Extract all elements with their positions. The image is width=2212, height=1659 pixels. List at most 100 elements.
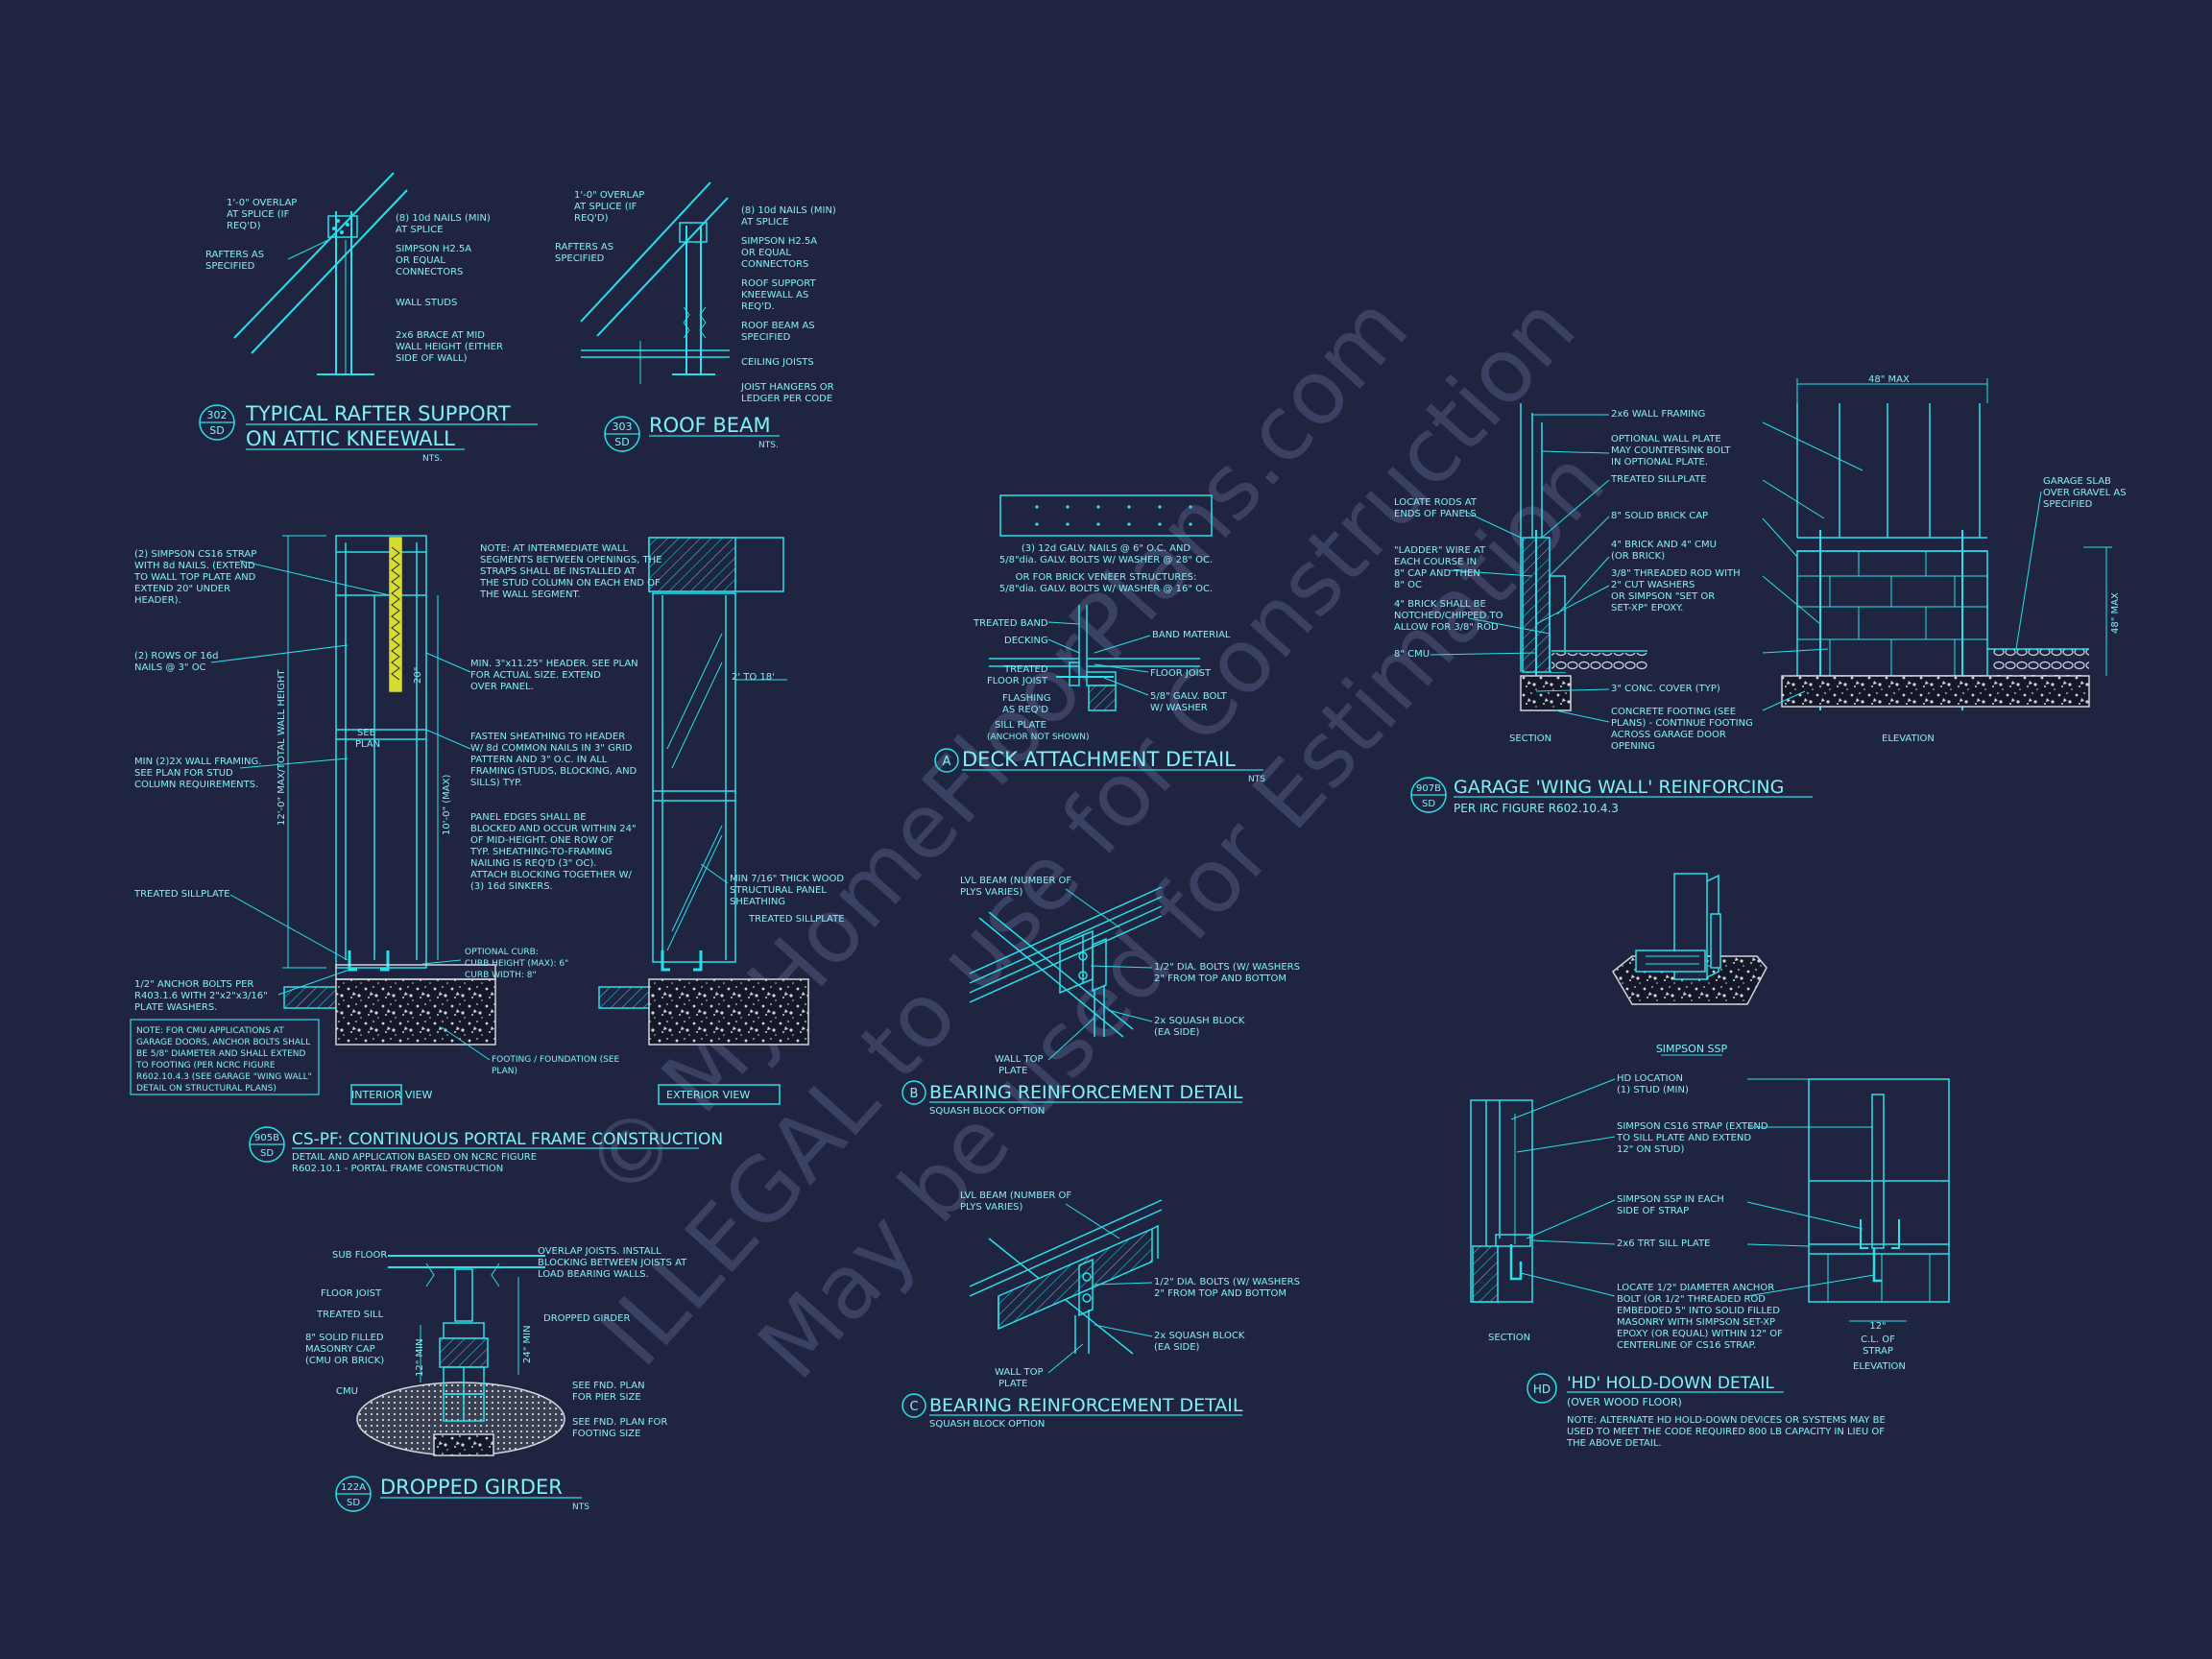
svg-text:(2) SIMPSON CS16 STRAP: (2) SIMPSON CS16 STRAP (134, 549, 256, 560)
svg-text:IN OPTIONAL PLATE.: IN OPTIONAL PLATE. (1611, 457, 1708, 468)
svg-text:SIMPSON CS16 STRAP (EXTEND: SIMPSON CS16 STRAP (EXTEND (1617, 1121, 1768, 1132)
detail-c-leaders (1047, 1203, 1153, 1374)
svg-text:STRAPS SHALL BE INSTALLED AT: STRAPS SHALL BE INSTALLED AT (480, 566, 637, 577)
svg-text:R602.10.1 - PORTAL FRAME CONST: R602.10.1 - PORTAL FRAME CONSTRUCTION (292, 1164, 503, 1174)
svg-text:SEE: SEE (357, 728, 375, 738)
svg-text:EPOXY (OR EQUAL) WITHIN 12" OF: EPOXY (OR EQUAL) WITHIN 12" OF (1617, 1329, 1783, 1339)
svg-text:907B: 907B (1416, 783, 1441, 794)
svg-text:C: C (909, 1400, 918, 1414)
svg-text:OVERLAP JOISTS. INSTALL: OVERLAP JOISTS. INSTALL (538, 1246, 661, 1257)
svg-text:1'-0" OVERLAP: 1'-0" OVERLAP (227, 198, 297, 208)
svg-text:RAFTERS AS: RAFTERS AS (555, 242, 613, 252)
detail-b-bearing (969, 886, 1163, 1038)
detail-hd-leaders (1510, 1078, 1875, 1297)
svg-text:SILL PLATE: SILL PLATE (995, 720, 1046, 731)
svg-text:CMU: CMU (336, 1386, 358, 1397)
svg-text:USED TO MEET THE CODE REQUIRED: USED TO MEET THE CODE REQUIRED 800 LB CA… (1567, 1427, 1885, 1437)
svg-text:AT SPLICE (IF: AT SPLICE (IF (227, 209, 290, 220)
detail-hd-title-text: 'HD' HOLD-DOWN DETAIL (1567, 1374, 1774, 1393)
svg-text:PLANS) - CONTINUE FOOTING: PLANS) - CONTINUE FOOTING (1611, 718, 1753, 729)
svg-text:PLYS VARIES): PLYS VARIES) (960, 887, 1023, 898)
detail-303-title-text: ROOF BEAM (649, 414, 771, 437)
svg-text:2x6 BRACE AT MID: 2x6 BRACE AT MID (396, 330, 485, 341)
svg-text:WITH 8d NAILS. (EXTEND: WITH 8d NAILS. (EXTEND (134, 561, 255, 571)
svg-text:NOTE: AT INTERMEDIATE WALL: NOTE: AT INTERMEDIATE WALL (480, 543, 629, 554)
svg-text:OVER GRAVEL AS: OVER GRAVEL AS (2043, 488, 2127, 498)
svg-text:B: B (910, 1087, 919, 1101)
svg-text:MAY COUNTERSINK BOLT: MAY COUNTERSINK BOLT (1611, 445, 1731, 456)
svg-text:EACH COURSE IN: EACH COURSE IN (1394, 557, 1477, 567)
svg-text:2" CUT WASHERS: 2" CUT WASHERS (1611, 580, 1695, 590)
svg-text:SPECIFIED: SPECIFIED (741, 332, 791, 343)
svg-text:SEE FND. PLAN: SEE FND. PLAN (572, 1381, 645, 1391)
svg-text:SD: SD (347, 1498, 360, 1508)
detail-simpson-ssp-label: SIMPSON SSP (1656, 1043, 1728, 1056)
svg-text:DECKING: DECKING (1004, 636, 1048, 646)
svg-text:REQ'D): REQ'D) (574, 213, 609, 224)
svg-text:W/ WASHER: W/ WASHER (1150, 703, 1208, 713)
svg-text:TO FOOTING (PER NCRC FIGURE: TO FOOTING (PER NCRC FIGURE (135, 1061, 276, 1070)
svg-text:TREATED SILLPLATE: TREATED SILLPLATE (1610, 474, 1707, 485)
detail-a-leaders (1047, 621, 1151, 696)
svg-text:5/8"dia. GALV. BOLTS W/ WASHER: 5/8"dia. GALV. BOLTS W/ WASHER @ 28" OC. (999, 555, 1213, 565)
svg-text:ALLOW FOR 3/8" ROD: ALLOW FOR 3/8" ROD (1394, 622, 1499, 633)
detail-905b-labels: INTERIOR VIEW EXTERIOR VIEW 12'-0" MAX/T… (130, 543, 845, 1101)
detail-a-deck-attachment (989, 494, 1213, 711)
svg-text:FOOTING / FOUNDATION (SEE: FOOTING / FOUNDATION (SEE (492, 1055, 620, 1065)
detail-b-title-text: BEARING REINFORCEMENT DETAIL (929, 1082, 1243, 1103)
svg-text:COLUMN REQUIREMENTS.: COLUMN REQUIREMENTS. (134, 780, 258, 790)
svg-text:MASONRY WITH SIMPSON SET-XP: MASONRY WITH SIMPSON SET-XP (1617, 1317, 1775, 1328)
svg-text:NAILING IS REQ'D (3" OC).: NAILING IS REQ'D (3" OC). (470, 858, 596, 869)
svg-text:302: 302 (207, 409, 228, 421)
svg-text:OR FOR BRICK VENEER STRUCTURES: OR FOR BRICK VENEER STRUCTURES: (1016, 572, 1197, 583)
svg-text:2x SQUASH BLOCK: 2x SQUASH BLOCK (1154, 1016, 1245, 1026)
svg-text:STRAP: STRAP (1863, 1346, 1893, 1357)
svg-text:(3) 16d SINKERS.: (3) 16d SINKERS. (470, 881, 553, 892)
svg-text:BAND MATERIAL: BAND MATERIAL (1152, 630, 1231, 640)
svg-text:TREATED: TREATED (1003, 664, 1048, 675)
svg-text:SD: SD (260, 1148, 274, 1159)
svg-text:TO WALL TOP PLATE AND: TO WALL TOP PLATE AND (133, 572, 256, 583)
svg-text:PLAN: PLAN (355, 739, 380, 750)
svg-text:LVL BEAM (NUMBER OF: LVL BEAM (NUMBER OF (960, 876, 1071, 886)
svg-text:OR EQUAL: OR EQUAL (741, 248, 791, 258)
detail-907b-title: 907B SD GARAGE 'WING WALL' REINFORCING P… (1410, 777, 1813, 815)
svg-text:8" CMU: 8" CMU (1394, 649, 1430, 660)
svg-text:1/2" ANCHOR BOLTS PER: 1/2" ANCHOR BOLTS PER (134, 979, 253, 990)
svg-text:SPECIFIED: SPECIFIED (205, 261, 255, 272)
svg-text:EXTEND 20" UNDER: EXTEND 20" UNDER (134, 584, 230, 594)
svg-text:AT SPLICE: AT SPLICE (396, 225, 444, 235)
detail-907b-elevation (1781, 378, 2112, 710)
svg-text:PANEL EDGES SHALL BE: PANEL EDGES SHALL BE (470, 812, 587, 823)
svg-text:FLOOR JOIST: FLOOR JOIST (321, 1288, 382, 1299)
svg-text:(OVER WOOD FLOOR): (OVER WOOD FLOOR) (1567, 1396, 1682, 1408)
svg-text:CEILING JOISTS: CEILING JOISTS (741, 357, 814, 368)
svg-text:1/2" DIA. BOLTS (W/ WASHERS: 1/2" DIA. BOLTS (W/ WASHERS (1154, 962, 1300, 973)
svg-text:OR SIMPSON "SET OR: OR SIMPSON "SET OR (1611, 591, 1715, 602)
detail-122a-title: 122A SD DROPPED GIRDER NTS (335, 1476, 589, 1512)
svg-text:SEGMENTS BETWEEN OPENINGS, THE: SEGMENTS BETWEEN OPENINGS, THE (480, 555, 661, 565)
svg-text:SEE PLAN FOR STUD: SEE PLAN FOR STUD (134, 768, 233, 779)
svg-text:CONNECTORS: CONNECTORS (396, 267, 463, 277)
svg-text:FLOOR JOIST: FLOOR JOIST (987, 676, 1048, 686)
detail-303-notes: 1'-0" OVERLAP AT SPLICE (IF REQ'D) RAFTE… (555, 190, 836, 404)
svg-text:12" MIN: 12" MIN (415, 1338, 425, 1377)
svg-text:SHEATHING: SHEATHING (730, 897, 785, 907)
detail-122a-dropped-girder (356, 1255, 565, 1456)
svg-text:5/8"dia. GALV. BOLTS W/ WASHER: 5/8"dia. GALV. BOLTS W/ WASHER @ 16" OC. (999, 584, 1213, 594)
svg-text:GARAGE DOORS, ANCHOR BOLTS SHA: GARAGE DOORS, ANCHOR BOLTS SHALL (136, 1038, 310, 1047)
svg-text:FLASHING: FLASHING (1002, 693, 1050, 704)
svg-text:122A: 122A (341, 1482, 366, 1493)
svg-text:SEE FND. PLAN FOR: SEE FND. PLAN FOR (572, 1417, 667, 1428)
detail-hd-section (1470, 1099, 1533, 1303)
svg-text:REQ'D): REQ'D) (227, 221, 261, 231)
svg-text:A: A (943, 755, 951, 769)
svg-text:ROOF BEAM AS: ROOF BEAM AS (741, 321, 815, 331)
svg-text:OVER PANEL.: OVER PANEL. (470, 682, 534, 692)
detail-907b-notes: LOCATE RODS AT ENDS OF PANELS "LADDER" W… (1394, 374, 2127, 752)
detail-907b-leaders (1430, 414, 2042, 723)
svg-text:PLYS VARIES): PLYS VARIES) (960, 1202, 1023, 1213)
svg-text:(EA SIDE): (EA SIDE) (1154, 1342, 1200, 1353)
detail-303-title: 303 SD ROOF BEAM NTS. (604, 414, 780, 452)
svg-text:(8) 10d NAILS (MIN): (8) 10d NAILS (MIN) (396, 213, 491, 224)
